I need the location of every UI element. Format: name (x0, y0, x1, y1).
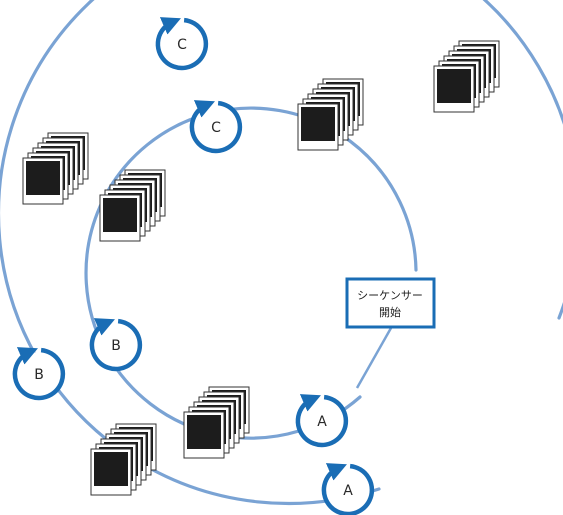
inner-node-c-label: C (211, 120, 221, 136)
outer-node-a-label: A (343, 483, 353, 499)
sequencer-start-label-line1: シーケンサー (357, 289, 423, 302)
photo-stack-outer-bottom (90, 423, 157, 496)
rotate-arrow-icon (189, 100, 243, 154)
outer-node-c-label: C (177, 37, 187, 53)
inner-node-c[interactable]: C (189, 100, 243, 154)
outer-node-c[interactable]: C (155, 17, 209, 71)
sequencer-start-label-line2: 開始 (379, 305, 401, 319)
outer-node-b[interactable]: B (12, 347, 66, 401)
sequencer-connector-line (355, 327, 393, 389)
photo-stack-inner-left (99, 169, 166, 242)
photo-image (437, 69, 471, 103)
sequencer-start-box[interactable]: シーケンサー 開始 (345, 277, 436, 329)
outer-node-a[interactable]: A (321, 463, 375, 515)
photo-stack-outer-top-right (433, 40, 500, 113)
rotate-arrow-icon (155, 17, 209, 71)
inner-node-a-label: A (317, 414, 327, 430)
inner-node-b[interactable]: B (89, 318, 143, 372)
inner-node-a[interactable]: A (295, 394, 349, 448)
photo-image (301, 107, 335, 141)
inner-ring-arc (84, 106, 418, 440)
rotate-arrow-icon (295, 394, 349, 448)
outer-node-b-label: B (34, 367, 44, 383)
photo-image (26, 161, 60, 195)
photo-stack-outer-left (22, 132, 89, 205)
rotate-arrow-icon (89, 318, 143, 372)
rotate-arrow-icon (12, 347, 66, 401)
photo-image (103, 198, 137, 232)
photo-stack-inner-top (297, 78, 364, 151)
photo-stack-inner-bottom (183, 386, 250, 459)
photo-image (187, 415, 221, 449)
rotate-arrow-icon (321, 463, 375, 515)
inner-node-b-label: B (111, 338, 121, 354)
photo-image (94, 452, 128, 486)
